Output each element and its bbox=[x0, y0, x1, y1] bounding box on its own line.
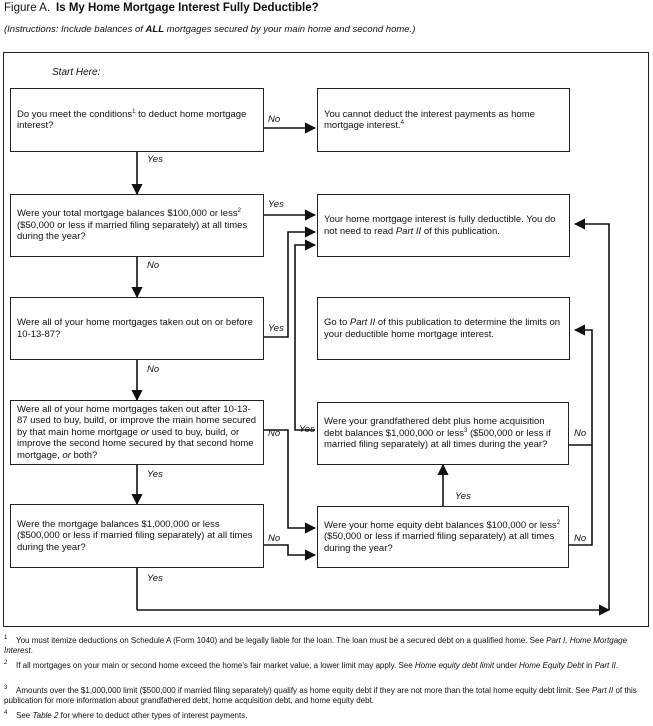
footnote-3-text-b: of this publication for more information… bbox=[4, 686, 637, 705]
arrow-q3-yes bbox=[264, 226, 317, 338]
footnote-2-ref-c: Part II bbox=[594, 661, 616, 670]
arrow-right-return bbox=[573, 218, 610, 610]
label-q5-yes: Yes bbox=[147, 573, 163, 584]
q7-footnote-ref: 2 bbox=[556, 519, 561, 526]
footnote-3-text-a: Amounts over the $1,000,000 limit ($500,… bbox=[16, 686, 592, 695]
figure-title: Figure A. Is My Home Mortgage Interest Fu… bbox=[4, 2, 319, 14]
q7-text-b: ($50,000 or less if married filing separ… bbox=[324, 531, 555, 554]
r2-text-a: Your home mortgage interest is fully ded… bbox=[324, 214, 556, 237]
q4-text-a: Were all of your home mortgages taken ou… bbox=[17, 403, 257, 438]
label-q3-yes: Yes bbox=[268, 323, 284, 334]
arrow-q5-no bbox=[264, 544, 317, 561]
footnote-2-text-c: in bbox=[583, 661, 595, 670]
label-q7-no: No bbox=[574, 533, 587, 544]
r1-text: You cannot deduct the interest payments … bbox=[324, 108, 535, 132]
q2-text-a: Were your total mortgage balances $100,0… bbox=[17, 208, 238, 220]
label-q7-yes: Yes bbox=[455, 491, 471, 502]
flowchart-frame bbox=[3, 52, 649, 627]
footnote-1-text-a: You must itemize deductions on Schedule … bbox=[16, 636, 547, 645]
label-q3-no: No bbox=[147, 364, 160, 375]
instructions-text: (Instructions: Include balances of bbox=[4, 24, 146, 35]
q6-footnote-ref: 3 bbox=[463, 427, 468, 434]
footnote-1-ref: Part I, Home Mortgage Interest bbox=[4, 636, 628, 655]
q2-text-b: ($50,000 or less if married filing separ… bbox=[17, 219, 248, 243]
q4-or-1: or bbox=[140, 426, 150, 438]
footnote-1-text-b: . bbox=[30, 646, 33, 655]
q3-text: Were all of your home mortgages taken ou… bbox=[17, 317, 253, 340]
question-million-limit: Were the mortgage balances $1,000,000 or… bbox=[10, 504, 264, 568]
label-q5-no: No bbox=[268, 533, 281, 544]
instructions: (Instructions: Include balances of ALL m… bbox=[4, 24, 415, 35]
footnote-2-ref-a: Home equity debt limit bbox=[414, 661, 495, 670]
label-q2-no: No bbox=[147, 260, 160, 271]
footnote-3-ref: Part II bbox=[591, 686, 614, 695]
q5-text: Were the mortgage balances $1,000,000 or… bbox=[17, 518, 253, 553]
label-q4-yes: Yes bbox=[147, 469, 163, 480]
label-q1-no: No bbox=[268, 114, 281, 125]
footnote-2-text-b: under bbox=[494, 661, 519, 670]
label-q6-yes: Yes bbox=[299, 424, 315, 435]
arrow-q4-no bbox=[264, 429, 317, 534]
result-cannot-deduct: You cannot deduct the interest payments … bbox=[317, 88, 570, 152]
question-before-date: Were all of your home mortgages taken ou… bbox=[10, 297, 264, 360]
footnote-2-text-d: . bbox=[615, 661, 619, 670]
question-conditions: Do you meet the conditions1 to deduct ho… bbox=[10, 88, 264, 152]
arrow-q7-no bbox=[569, 445, 593, 546]
instructions-text-end: mortgages secured by your main home and … bbox=[164, 24, 416, 35]
r2-text-b: of this publication. bbox=[421, 225, 500, 237]
q4-text-c: both? bbox=[70, 449, 98, 461]
r2-part-ref: Part II bbox=[395, 225, 422, 237]
arrow-q6-no bbox=[569, 324, 593, 446]
start-label: Start Here: bbox=[52, 67, 101, 78]
question-after-date-use: Were all of your home mortgages taken ou… bbox=[10, 400, 264, 465]
question-grandfathered-debt: Were your grandfathered debt plus home a… bbox=[317, 402, 569, 465]
q2-footnote-ref: 2 bbox=[237, 208, 241, 215]
r3-text-b: of this publication to determine the lim… bbox=[324, 317, 561, 340]
r1-footnote-ref: 4 bbox=[400, 119, 404, 126]
q4-or-2: or bbox=[62, 449, 71, 461]
q4-text-b: used to buy, build, or improve the secon… bbox=[17, 426, 254, 461]
label-q2-yes: Yes bbox=[268, 199, 284, 210]
q7-text-a: Were your home equity debt balances $100… bbox=[324, 519, 557, 531]
result-fully-deductible: Your home mortgage interest is fully ded… bbox=[317, 194, 570, 257]
footnote-4-text-a: See bbox=[16, 711, 33, 720]
figure-label: Figure A. bbox=[4, 2, 51, 14]
r3-text-a: Go to bbox=[324, 317, 350, 328]
q1-footnote-ref: 1 bbox=[132, 108, 136, 115]
label-q1-yes: Yes bbox=[147, 154, 163, 165]
footnote-4-text-b: for where to deduct other types of inter… bbox=[58, 711, 248, 720]
figure-question: Is My Home Mortgage Interest Fully Deduc… bbox=[56, 2, 319, 14]
label-q4-no: No bbox=[268, 428, 281, 439]
arrow-q6-yes bbox=[294, 239, 317, 431]
q1-text-a: Do you meet the conditions bbox=[17, 108, 133, 120]
question-total-balances: Were your total mortgage balances $100,0… bbox=[10, 194, 264, 257]
result-go-to-part-ii: Go to Part II of this publication to det… bbox=[317, 297, 570, 360]
q1-text-b: to deduct home mortgage interest? bbox=[17, 108, 247, 132]
q6-text-b: ($500,000 or less if married filing sepa… bbox=[324, 427, 551, 451]
r3-part-ref: Part II bbox=[349, 317, 376, 328]
q6-text-a: Were your grandfathered debt plus home a… bbox=[324, 416, 545, 439]
instructions-emphasis: ALL bbox=[145, 24, 164, 35]
question-home-equity-debt: Were your home equity debt balances $100… bbox=[317, 506, 569, 568]
footnote-4-ref: Table 2 bbox=[32, 711, 59, 720]
footnote-2-text-a: If all mortgages on your main or second … bbox=[16, 661, 415, 670]
footnote-2-ref-b: Home Equity Debt bbox=[518, 661, 584, 670]
label-q6-no: No bbox=[574, 428, 587, 439]
